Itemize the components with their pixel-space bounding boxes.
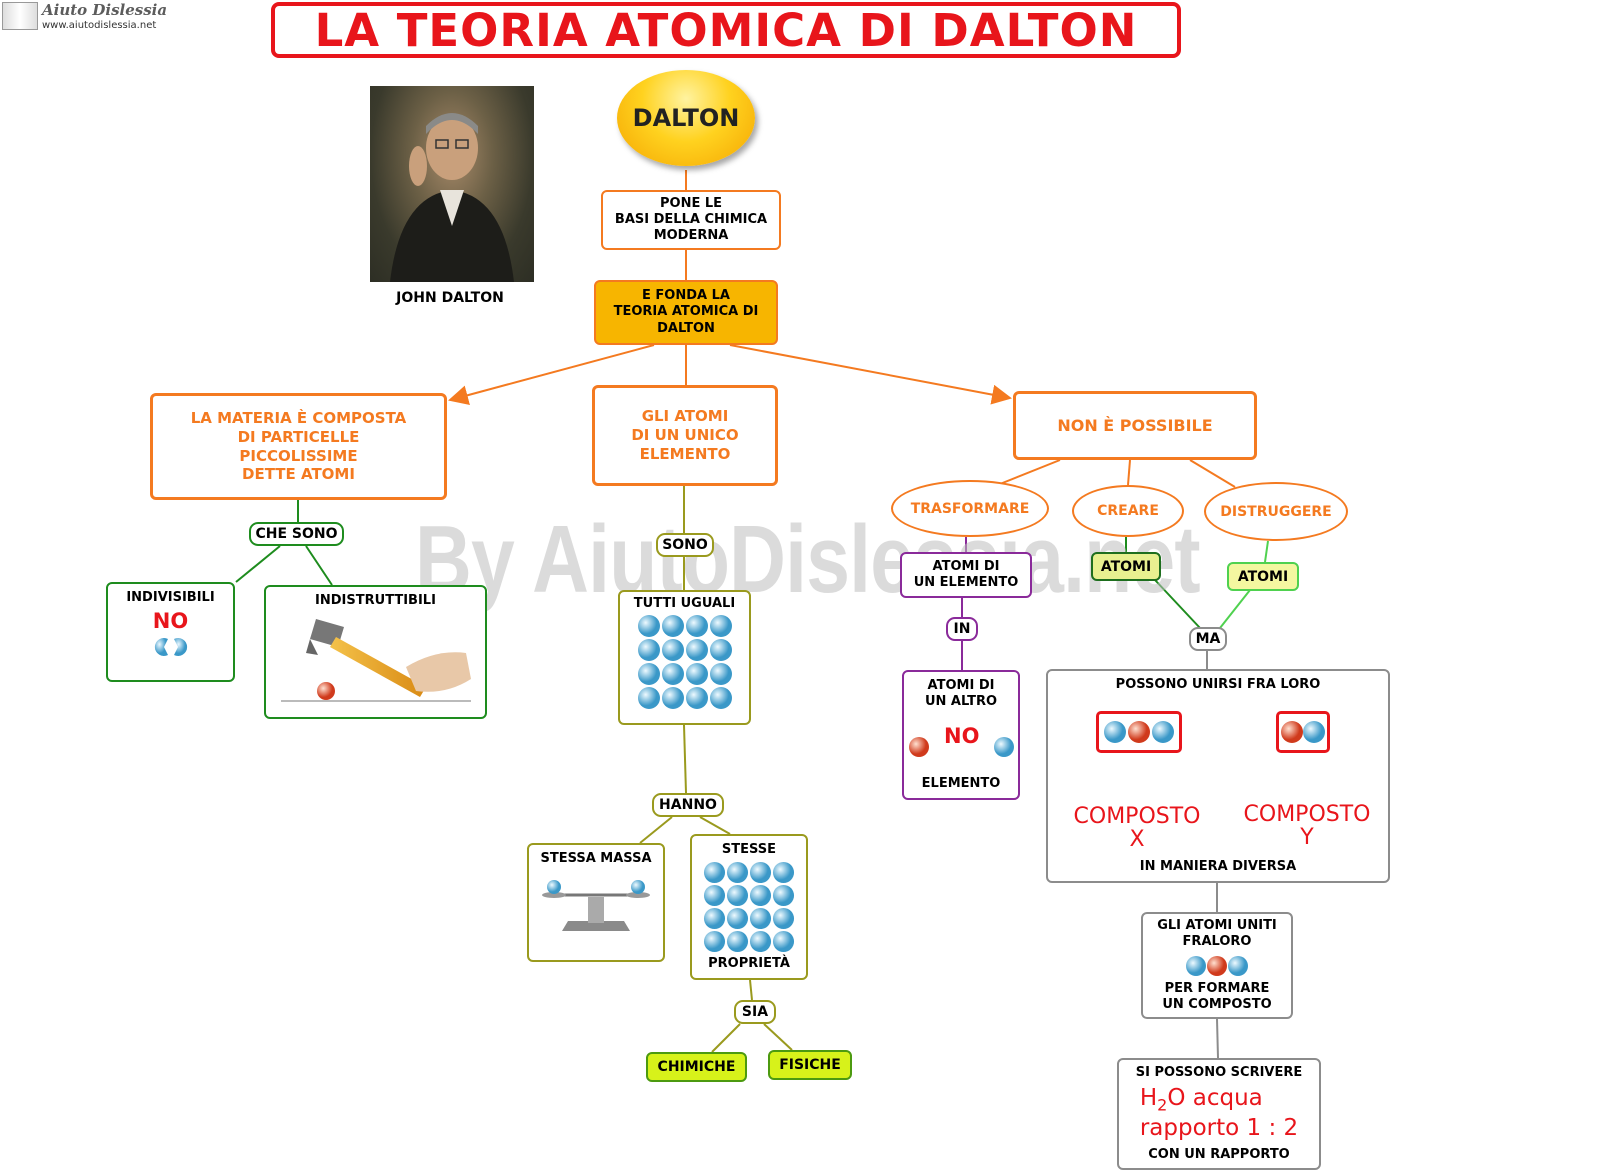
node-pone-le-basi[interactable]: PONE LE BASI DELLA CHIMICA MODERNA [601, 190, 781, 250]
mid-head-3: ELEMENTO [639, 444, 731, 463]
tutti-uguali-label: TUTTI UGUALI [633, 596, 736, 611]
formula-h: H [1139, 1085, 1158, 1112]
node-atomi-creare[interactable]: ATOMI [1091, 552, 1161, 581]
atomi-elemento-line1: ATOMI DI [932, 558, 1000, 574]
formula-block: H2O acqua rapporto 1 : 2 [1140, 1085, 1298, 1142]
mid-head-1: GLI ATOMI [641, 407, 729, 426]
portrait-caption: JOHN DALTON [396, 290, 504, 306]
proprieta-label: PROPRIETÀ [708, 955, 790, 971]
node-atomi-unico-elemento[interactable]: GLI ATOMI DI UN UNICO ELEMENTO [592, 385, 778, 486]
node-creare[interactable]: CREARE [1072, 485, 1184, 537]
n2-line3: DALTON [657, 320, 715, 336]
atomi-altro-line2: UN ALTRO [924, 694, 998, 710]
n1-line2: BASI DELLA CHIMICA [614, 211, 768, 227]
watermark: By AiutoDislessia.net [415, 506, 1201, 613]
compound-y-line2: Y [1300, 825, 1314, 851]
compound-y-molecule [1276, 711, 1330, 753]
n2-line2: TEORIA ATOMICA DI [613, 304, 759, 320]
node-fonda-teoria[interactable]: E FONDA LA TEORIA ATOMICA DI DALTON [594, 280, 778, 345]
right-head-label: NON È POSSIBILE [1057, 415, 1213, 435]
formula-acqua: O acqua [1167, 1085, 1263, 1112]
john-dalton-portrait [370, 86, 534, 282]
n1-line1: PONE LE [659, 195, 723, 211]
logo-name: Aiuto Dislessia [42, 1, 168, 19]
logo-url: www.aiutodislessia.net [42, 20, 157, 31]
node-fisiche[interactable]: FISICHE [768, 1050, 852, 1080]
node-indivisibili[interactable]: INDIVISIBILI NO [106, 582, 235, 682]
link-hanno[interactable]: HANNO [652, 793, 724, 817]
node-materia-composta[interactable]: LA MATERIA È COMPOSTA DI PARTICELLE PICC… [150, 393, 447, 500]
diversa-label: IN MANIERA DIVERSA [1139, 858, 1297, 874]
node-indistruttibili[interactable]: INDISTRUTTIBILI [264, 585, 487, 719]
left-head-4: DETTE ATOMI [242, 465, 355, 484]
indivisibili-label: INDIVISIBILI [126, 590, 215, 605]
node-non-possibile[interactable]: NON È POSSIBILE [1013, 391, 1257, 460]
stesse-label: STESSE [721, 842, 777, 857]
formare-line2: UN COMPOSTO [1162, 996, 1272, 1012]
formare-line1: PER FORMARE [1164, 980, 1270, 996]
stessa-massa-label: STESSA MASSA [540, 851, 652, 866]
compound-x-line2: X [1129, 827, 1145, 853]
node-stesse-proprieta[interactable]: STESSE PROPRIETÀ [690, 834, 808, 980]
node-trasformare[interactable]: TRASFORMARE [891, 480, 1049, 537]
left-head-3: PICCOLISSIME [239, 446, 358, 465]
indivisibili-no: NO [152, 609, 189, 634]
node-si-possono-scrivere[interactable]: SI POSSONO SCRIVERE H2O acqua rapporto 1… [1117, 1058, 1321, 1170]
balance-scale-icon [542, 880, 650, 932]
uniti-line2: FRALORO [1182, 934, 1252, 950]
scrivere-label: SI POSSONO SCRIVERE [1135, 1065, 1303, 1080]
node-atomi-altro-elemento[interactable]: ATOMI DI UN ALTRO NO ELEMENTO [902, 670, 1020, 800]
formula-rapporto: rapporto 1 : 2 [1139, 1115, 1299, 1142]
node-atomi-distruggere[interactable]: ATOMI [1227, 562, 1299, 591]
logo-book-icon [2, 2, 38, 30]
site-logo[interactable]: Aiuto Dislessia www.aiutodislessia.net [0, 0, 167, 36]
unirsi-label: POSSONO UNIRSI FRA LORO [1115, 677, 1321, 692]
con-rapporto-label: CON UN RAPPORTO [1148, 1146, 1290, 1162]
compound-y-line1: COMPOSTO [1243, 802, 1371, 827]
hammer-atom-icon [280, 619, 471, 703]
identical-atoms-grid-icon [637, 615, 732, 710]
compound-y-label: COMPOSTO Y [1232, 803, 1382, 849]
page-title: LA TEORIA ATOMICA DI DALTON [271, 2, 1181, 58]
link-sono[interactable]: SONO [656, 533, 714, 557]
link-sia[interactable]: SIA [734, 1000, 776, 1024]
indistruttibili-label: INDISTRUTTIBILI [315, 593, 436, 608]
node-atomi-uniti[interactable]: GLI ATOMI UNITI FRALORO PER FORMARE UN C… [1141, 912, 1293, 1019]
elemento-label: ELEMENTO [921, 775, 1001, 791]
node-stessa-massa[interactable]: STESSA MASSA [527, 843, 665, 962]
node-tutti-uguali[interactable]: TUTTI UGUALI [618, 590, 751, 725]
node-distruggere[interactable]: DISTRUGGERE [1204, 482, 1348, 541]
formula-h2o: H2O acqua [1140, 1085, 1298, 1115]
water-molecule-icon [1186, 955, 1248, 976]
same-properties-atoms-icon [703, 861, 795, 953]
link-in[interactable]: IN [946, 617, 978, 641]
compound-x-line1: COMPOSTO [1073, 804, 1201, 829]
transform-no: NO [944, 724, 980, 749]
link-che-sono[interactable]: CHE SONO [249, 522, 344, 546]
atomi-elemento-line2: UN ELEMENTO [913, 575, 1019, 590]
node-chimiche[interactable]: CHIMICHE [646, 1052, 747, 1082]
molecule-pb-icon [1281, 721, 1325, 743]
n1-line3: MODERNA [653, 228, 729, 244]
compound-x-molecule [1096, 711, 1182, 753]
formula-sub2: 2 [1157, 1095, 1168, 1115]
left-head-2: DI PARTICELLE [237, 427, 360, 446]
compound-x-label: COMPOSTO X [1062, 805, 1212, 851]
mid-head-2: DI UN UNICO [631, 426, 739, 445]
uniti-line1: GLI ATOMI UNITI [1157, 918, 1277, 933]
molecule-bpb-icon [1104, 721, 1174, 743]
link-ma[interactable]: MA [1189, 627, 1227, 651]
atomi-altro-line1: ATOMI DI [927, 678, 995, 693]
root-node-dalton[interactable]: DALTON [617, 70, 755, 166]
split-atom-icon [154, 637, 187, 656]
portrait-figure-icon [390, 113, 514, 282]
n2-line1: E FONDA LA [642, 288, 730, 304]
node-possono-unirsi[interactable]: POSSONO UNIRSI FRA LORO COMPOSTO X COMPO… [1046, 669, 1390, 883]
root-label: DALTON [632, 104, 740, 132]
node-atomi-un-elemento[interactable]: ATOMI DI UN ELEMENTO [900, 552, 1032, 598]
left-head-1: LA MATERIA È COMPOSTA [190, 409, 407, 427]
transform-atom-icon [909, 737, 1014, 758]
